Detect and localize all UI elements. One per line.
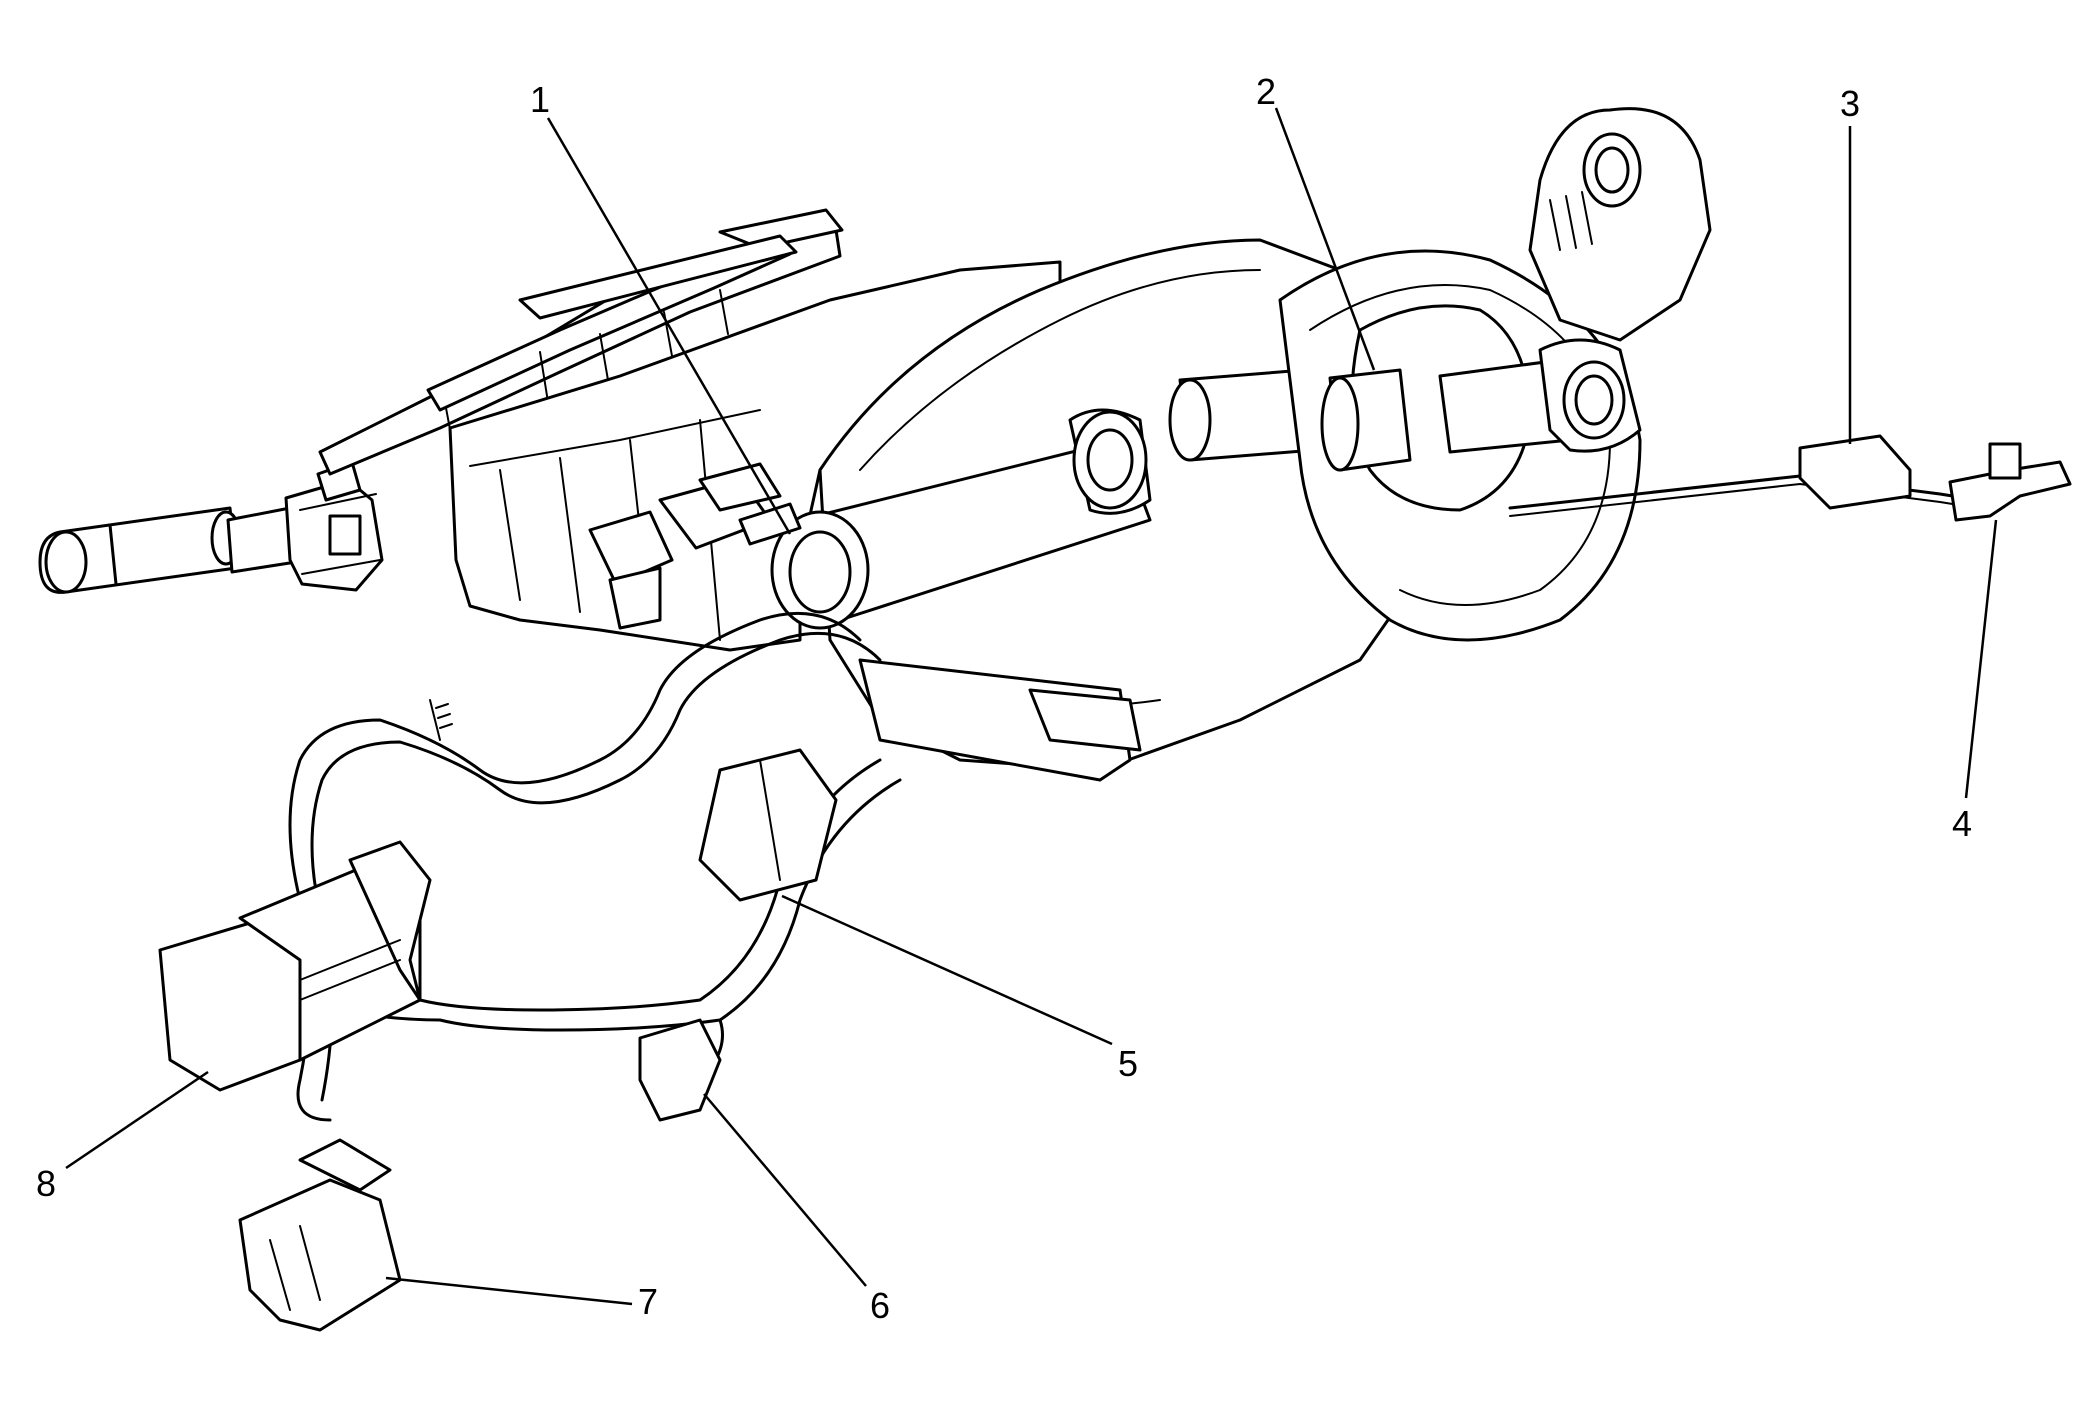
callout-3: 3: [1840, 83, 1860, 124]
intermediate-shaft: [38, 460, 384, 594]
leader-5: [781, 894, 1113, 1046]
column-jacket-upper: [318, 208, 844, 476]
callout-labels: 1 2 3 4 5 6 7 8: [36, 71, 1972, 1326]
callout-1: 1: [530, 79, 550, 120]
leader-4: [1964, 519, 1998, 799]
upper-column-face: [1278, 107, 1712, 642]
callout-2: 2: [1256, 71, 1276, 112]
callout-7: 7: [638, 1281, 658, 1322]
leader-7: [385, 1276, 633, 1306]
callout-6: 6: [870, 1285, 890, 1326]
column-connector-cluster: [588, 462, 802, 630]
callout-4: 4: [1952, 803, 1972, 844]
callout-5: 5: [1118, 1043, 1138, 1084]
leader-1: [546, 117, 792, 535]
leader-6: [703, 1093, 867, 1287]
leader-lines: [65, 107, 1998, 1306]
leader-2: [1274, 107, 1376, 371]
leader-8: [65, 1070, 209, 1170]
pigtail-connectors: [1508, 434, 2072, 522]
callout-8: 8: [36, 1163, 56, 1204]
wiring-harness: [158, 611, 902, 1332]
steering-shaft: [770, 366, 1342, 630]
